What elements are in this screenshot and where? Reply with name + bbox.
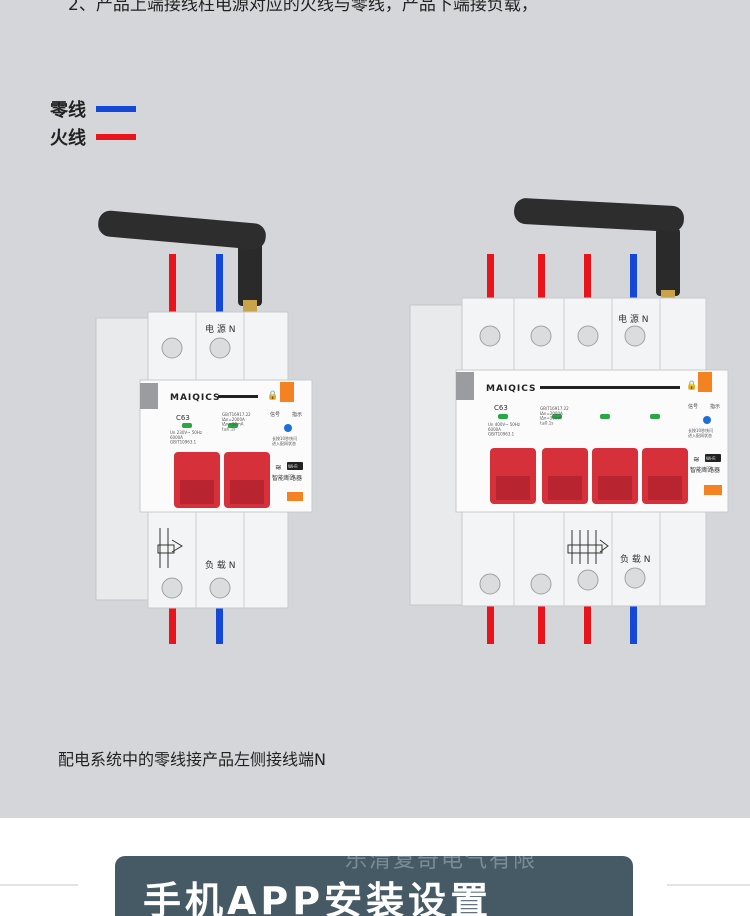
- screw-top-1: [479, 325, 501, 347]
- bottom-terminal-label: 负 载 N: [620, 553, 650, 565]
- device-name: 智能断路器: [272, 474, 302, 482]
- model-label: C63: [494, 404, 508, 412]
- wire-neutral-top: [630, 254, 637, 298]
- wifi-badge: [705, 454, 721, 462]
- screw-bottom-n: [209, 577, 231, 599]
- wire-live-bottom-3: [584, 606, 591, 644]
- circuit-diagram-icon: [567, 530, 609, 564]
- wifi-icon: ≋: [693, 455, 700, 464]
- wire-live-bottom-1: [487, 606, 494, 644]
- screw-top-l: [161, 337, 183, 359]
- handle-2[interactable]: [224, 452, 270, 508]
- screw-bottom-2: [530, 573, 552, 595]
- wifi-badge: [287, 462, 303, 470]
- wire-live-bottom-2: [538, 606, 545, 644]
- screw-top-n: [209, 337, 231, 359]
- indicator-label: 指示: [710, 403, 720, 410]
- pairing-button[interactable]: [284, 424, 292, 432]
- pairing-hint: 长按10秒快闪进入配网状态: [688, 427, 713, 438]
- handle-1[interactable]: [174, 452, 220, 508]
- wifi-badge-label: Wi-Fi: [706, 456, 716, 461]
- wire-neutral-bottom: [630, 600, 637, 644]
- antenna-icon: [514, 198, 684, 302]
- handle-3[interactable]: [592, 448, 638, 504]
- wiring-instruction: 2、产品上端接线柱电源对应的火线与零线，产品下端接负载，: [68, 0, 538, 15]
- test-button[interactable]: [287, 492, 303, 501]
- wifi-icon: ≋: [275, 463, 282, 472]
- wire-live-top-1: [487, 254, 494, 298]
- wire-live-bottom: [169, 608, 176, 644]
- wire-live-top-2: [538, 254, 545, 298]
- handle-2[interactable]: [542, 448, 588, 504]
- legend-live: 火线: [50, 124, 136, 150]
- handle-4[interactable]: [642, 448, 688, 504]
- neutral-wiring-note: 配电系统中的零线接产品左侧接线端N: [58, 750, 326, 769]
- screw-top-n: [624, 325, 646, 347]
- screw-top-3: [577, 325, 599, 347]
- wire-live-top-3: [584, 254, 591, 298]
- wifi-badge-label: Wi-Fi: [288, 464, 298, 469]
- antenna-icon: [98, 210, 266, 312]
- indicator-label: 指示: [292, 411, 302, 418]
- reset-tab: [698, 372, 712, 392]
- lock-icon: 🔒: [267, 390, 278, 401]
- banner-deco-line-left: [0, 884, 78, 886]
- reset-tab: [280, 382, 294, 402]
- legend-live-swatch: [96, 134, 136, 140]
- wire-live-top: [169, 254, 176, 312]
- brand-label: MAIQICS: [486, 384, 537, 394]
- banner-title: 手机APP安装设置: [143, 879, 493, 916]
- wire-neutral-top: [216, 254, 223, 312]
- banner-deco-line-right: [667, 884, 750, 886]
- device-name: 智能断路器: [690, 466, 720, 474]
- screw-top-2: [530, 325, 552, 347]
- pairing-button[interactable]: [703, 416, 711, 424]
- bottom-terminal-label: 负 载 N: [205, 559, 235, 571]
- top-terminal-label: 电 源 N: [618, 313, 648, 325]
- handle-1[interactable]: [490, 448, 536, 504]
- test-button[interactable]: [704, 485, 722, 495]
- banner-background-text: 乐清复奇电气有限: [345, 856, 538, 873]
- legend-neutral-label: 零线: [50, 100, 86, 121]
- legend-neutral: 零线: [50, 96, 136, 122]
- screw-bottom-n: [624, 567, 646, 589]
- screw-bottom-3: [577, 569, 599, 591]
- circuit-diagram-icon: [157, 528, 183, 568]
- section-banner: 乐清复奇电气有限 手机APP安装设置: [115, 856, 633, 916]
- legend-live-label: 火线: [50, 128, 86, 149]
- signal-label: 信号: [270, 411, 280, 418]
- signal-label: 信号: [688, 403, 698, 410]
- top-terminal-label: 电 源 N: [205, 323, 235, 335]
- lock-icon: 🔒: [686, 380, 697, 391]
- model-label: C63: [176, 414, 190, 422]
- pairing-hint: 长按10秒快闪进入配网状态: [272, 435, 297, 446]
- wire-neutral-bottom: [216, 608, 223, 644]
- legend-neutral-swatch: [96, 106, 136, 112]
- brand-label: MAIQICS: [170, 393, 221, 403]
- screw-bottom-l: [161, 577, 183, 599]
- screw-bottom-1: [479, 573, 501, 595]
